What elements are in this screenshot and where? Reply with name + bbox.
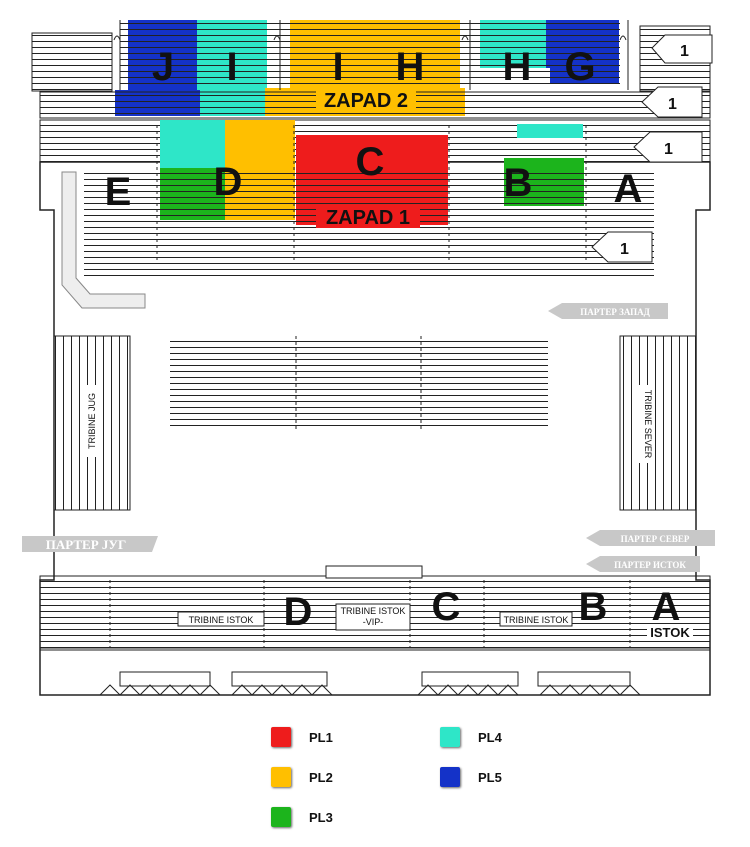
tribine-sever-label: TRIBINE SEVER	[643, 390, 653, 459]
entrance-arrow-3[interactable]: 1	[633, 131, 703, 163]
east-section-label-b: B	[579, 585, 608, 629]
section-label-a: A	[614, 167, 643, 211]
legend-item-pl5: PL5	[440, 767, 502, 787]
section-b-pl4[interactable]	[517, 124, 583, 138]
parter-sever-arrow: ПАРТЕР СЕВЕР	[586, 530, 715, 546]
legend-item-pl3: PL3	[271, 807, 333, 827]
section-label-e: E	[105, 170, 132, 214]
tribine-jug-label: TRIBINE JUG	[87, 393, 97, 449]
svg-text:ПАРТЕР ЈУГ: ПАРТЕР ЈУГ	[46, 537, 126, 552]
legend-swatch-pl2	[271, 767, 291, 787]
section-label-h-2: H	[503, 45, 532, 89]
zone-label-zapad-2: ZAPAD 2	[324, 90, 408, 112]
parter-jug-banner: ПАРТЕР ЈУГ	[22, 536, 158, 552]
parter-floor-block	[170, 336, 548, 430]
entrance-arrow-2[interactable]: 1	[641, 86, 703, 118]
svg-text:1: 1	[664, 141, 673, 158]
tribine-sever-stand[interactable]: TRIBINE SEVER	[619, 335, 697, 511]
svg-text:1: 1	[620, 241, 629, 258]
svg-text:ПАРТЕР СЕВЕР: ПАРТЕР СЕВЕР	[621, 534, 690, 544]
svg-text:1: 1	[668, 96, 677, 113]
parter-istok-arrow: ПАРТЕР ИСТОК	[586, 556, 700, 572]
tribine-istok-vip-label: TRIBINE ISTOK	[341, 606, 406, 616]
section-d-pl2-upper[interactable]	[225, 120, 295, 168]
section-label-d: D	[214, 160, 243, 204]
tribine-istok-right-label: TRIBINE ISTOK	[504, 615, 569, 625]
east-stand-name: ISTOK	[650, 625, 690, 640]
tribine-istok-left-label: TRIBINE ISTOK	[189, 615, 254, 625]
legend-item-pl1: PL1	[271, 727, 333, 747]
legend-label-pl3: PL3	[309, 809, 333, 825]
section-d-pl4[interactable]	[160, 120, 225, 168]
section-label-i: I	[226, 45, 237, 89]
section-label-j: J	[152, 45, 174, 89]
section-label-b: B	[504, 161, 533, 205]
section-label-c: C	[356, 140, 385, 184]
parter-zapad-arrow: ПАРТЕР ЗАПАД	[548, 303, 668, 319]
tribine-istok-vip-sublabel: -VIP-	[363, 617, 384, 627]
legend-label-pl5: PL5	[478, 769, 502, 785]
legend-swatch-pl5	[440, 767, 460, 787]
legend-item-pl4: PL4	[440, 727, 502, 747]
legend-label-pl2: PL2	[309, 769, 333, 785]
legend-item-pl2: PL2	[271, 767, 333, 787]
legend-label-pl4: PL4	[478, 729, 502, 745]
svg-text:ПАРТЕР ЗАПАД: ПАРТЕР ЗАПАД	[580, 307, 650, 317]
east-section-label-d: D	[284, 590, 313, 634]
legend-swatch-pl1	[271, 727, 291, 747]
tribine-jug-stand[interactable]: TRIBINE JUG	[53, 335, 131, 511]
entrance-arrow-4[interactable]: 1	[591, 231, 653, 263]
east-section-label-a: A	[652, 585, 681, 629]
section-label-i-2: I	[332, 45, 343, 89]
section-label-g: G	[564, 45, 595, 89]
section-label-h: H	[396, 45, 425, 89]
svg-text:ПАРТЕР ИСТОК: ПАРТЕР ИСТОК	[614, 560, 686, 570]
east-section-label-c: C	[432, 585, 461, 629]
zone-label-zapad-1: ZAPAD 1	[326, 207, 410, 229]
legend-label-pl1: PL1	[309, 729, 333, 745]
entrance-arrow-1[interactable]: 1	[651, 34, 713, 64]
svg-text:1: 1	[680, 43, 689, 60]
legend-swatch-pl4	[440, 727, 460, 747]
legend-swatch-pl3	[271, 807, 291, 827]
